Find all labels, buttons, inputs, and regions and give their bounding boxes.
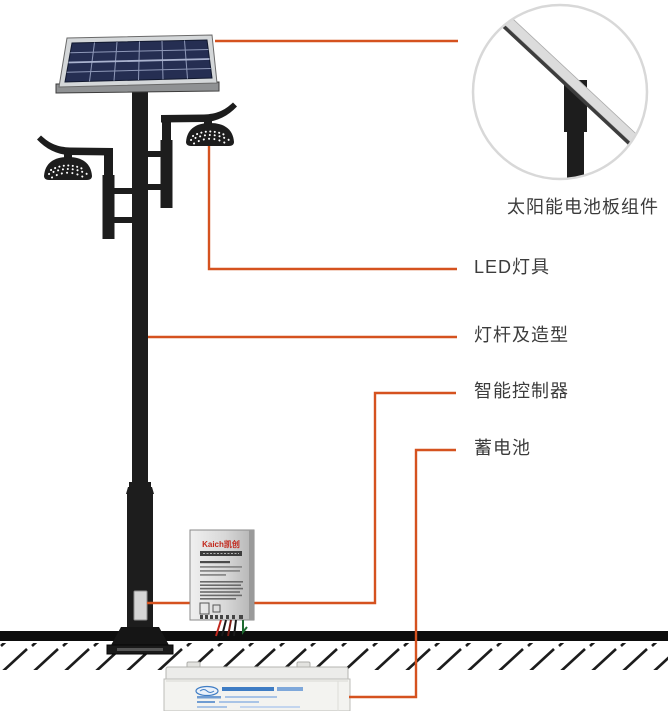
pole-collar bbox=[129, 482, 151, 487]
leader-led-lamp bbox=[207, 146, 457, 271]
solar-panel bbox=[55, 34, 220, 94]
battery bbox=[163, 661, 351, 711]
detail-circle bbox=[471, 3, 649, 181]
controller-brand: Kaich凯创 bbox=[202, 539, 240, 549]
led-lamp-left bbox=[37, 135, 133, 239]
controller-box: Kaich凯创 bbox=[189, 529, 255, 621]
controller-wires bbox=[215, 619, 248, 637]
lamp-rung bbox=[111, 188, 133, 194]
label-pole: 灯杆及造型 bbox=[474, 325, 569, 345]
pole-base bbox=[110, 627, 170, 647]
ground-line bbox=[0, 631, 668, 641]
lamp-arm bbox=[161, 102, 237, 123]
label-led-lamp: LED灯具 bbox=[474, 257, 551, 277]
label-solar-panel: 太阳能电池板组件 bbox=[507, 197, 659, 217]
lamp-rung bbox=[111, 217, 133, 223]
led-lamp-right bbox=[147, 102, 237, 208]
lamp-rung bbox=[147, 151, 162, 157]
label-battery: 蓄电池 bbox=[474, 438, 531, 458]
lamp-rung bbox=[147, 184, 162, 190]
main-pole bbox=[106, 90, 174, 655]
label-controller: 智能控制器 bbox=[474, 381, 569, 401]
ground-hatching bbox=[0, 643, 668, 670]
pole-access-door bbox=[133, 590, 148, 621]
leader-controller bbox=[147, 391, 456, 605]
leader-battery bbox=[349, 448, 456, 699]
lamp-arm bbox=[37, 135, 113, 156]
